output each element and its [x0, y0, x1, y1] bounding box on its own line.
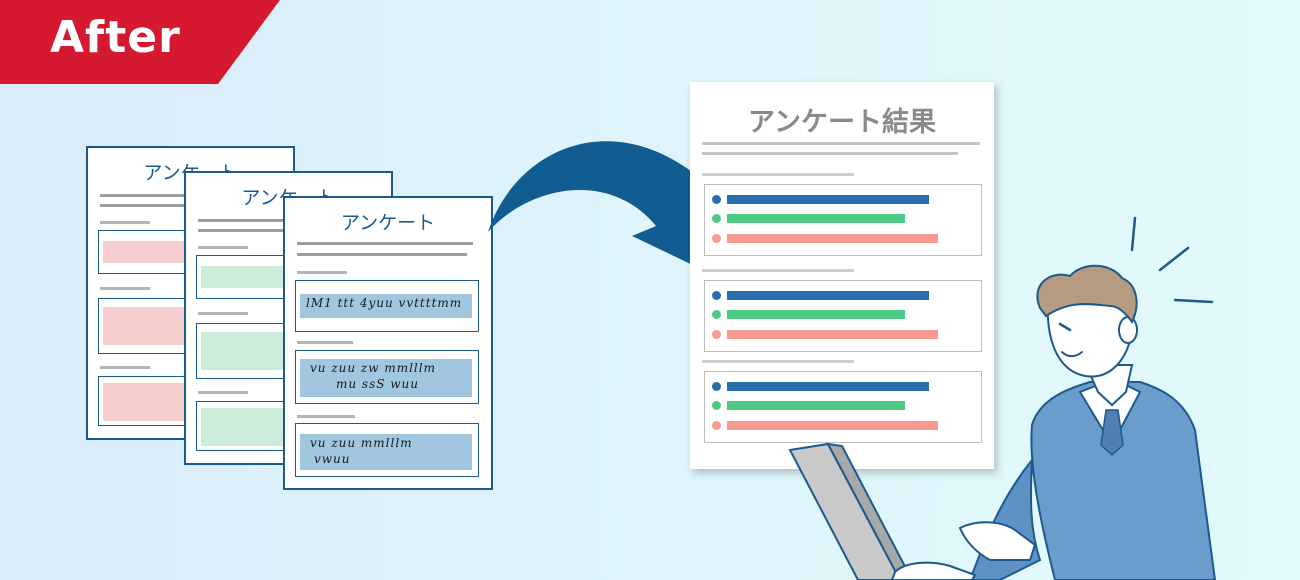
hand	[958, 521, 1037, 561]
answer-box: lM1 ttt 4yuu vvttttmm	[295, 280, 479, 332]
ear	[1118, 316, 1138, 344]
text-line	[297, 341, 353, 344]
text-line	[702, 269, 854, 272]
handwritten-answer: vwuu	[314, 452, 351, 466]
handwritten-answer: mu ssS wuu	[336, 377, 420, 391]
tie	[1100, 409, 1124, 457]
result-bar	[727, 421, 938, 430]
text-line	[198, 391, 248, 394]
legend-dot	[712, 330, 721, 339]
answer-highlight	[300, 434, 472, 470]
shirt-collar	[1078, 383, 1142, 448]
hair	[1036, 264, 1138, 324]
emphasis-lines-icon	[1130, 216, 1214, 304]
sweater	[1030, 381, 1217, 580]
after-badge-label: After	[50, 12, 181, 63]
text-line	[702, 142, 980, 145]
text-line	[702, 360, 854, 363]
text-line	[198, 312, 248, 315]
result-bar	[727, 291, 929, 300]
text-line	[702, 152, 958, 155]
result-bar	[727, 214, 905, 223]
face	[1046, 299, 1134, 378]
legend-dot	[712, 214, 721, 223]
text-line	[100, 287, 150, 290]
legend-dot	[712, 291, 721, 300]
legend-dot	[712, 310, 721, 319]
legend-dot	[712, 195, 721, 204]
hand	[890, 561, 977, 580]
result-bar	[727, 195, 929, 204]
neck	[1084, 364, 1134, 407]
legend-dot	[712, 382, 721, 391]
handwritten-answer: lM1 ttt 4yuu vvttttmm	[306, 296, 463, 310]
text-line	[100, 366, 150, 369]
answer-highlight	[300, 294, 472, 318]
sleeve	[968, 456, 1042, 580]
handwritten-answer: vu zuu zw mmlllm	[310, 361, 436, 375]
answer-box: vu zuu mmlllm vwuu	[295, 423, 479, 477]
text-line	[198, 246, 248, 249]
text-line	[702, 173, 854, 176]
legend-dot	[712, 234, 721, 243]
result-bar	[727, 382, 929, 391]
text-line	[297, 415, 355, 418]
result-section	[704, 184, 982, 256]
result-section	[704, 280, 982, 352]
survey-result-report: アンケート結果	[690, 82, 994, 469]
result-title: アンケート結果	[748, 107, 936, 138]
text-line	[297, 253, 467, 256]
survey-form-front: アンケート lM1 ttt 4yuu vvttttmm vu zuu zw mm…	[283, 196, 493, 490]
survey-form-title: アンケート	[340, 212, 436, 234]
result-bar	[727, 234, 938, 243]
result-bar	[727, 310, 905, 319]
result-bar	[727, 401, 905, 410]
text-line	[297, 271, 347, 274]
result-bar	[727, 330, 938, 339]
legend-dot	[712, 421, 721, 430]
text-line	[100, 221, 150, 224]
answer-highlight	[300, 359, 472, 397]
handwritten-answer: vu zuu mmlllm	[310, 436, 413, 450]
answer-box: vu zuu zw mmlllm mu ssS wuu	[295, 350, 479, 404]
legend-dot	[712, 401, 721, 410]
text-line	[297, 242, 473, 245]
result-section	[704, 371, 982, 443]
